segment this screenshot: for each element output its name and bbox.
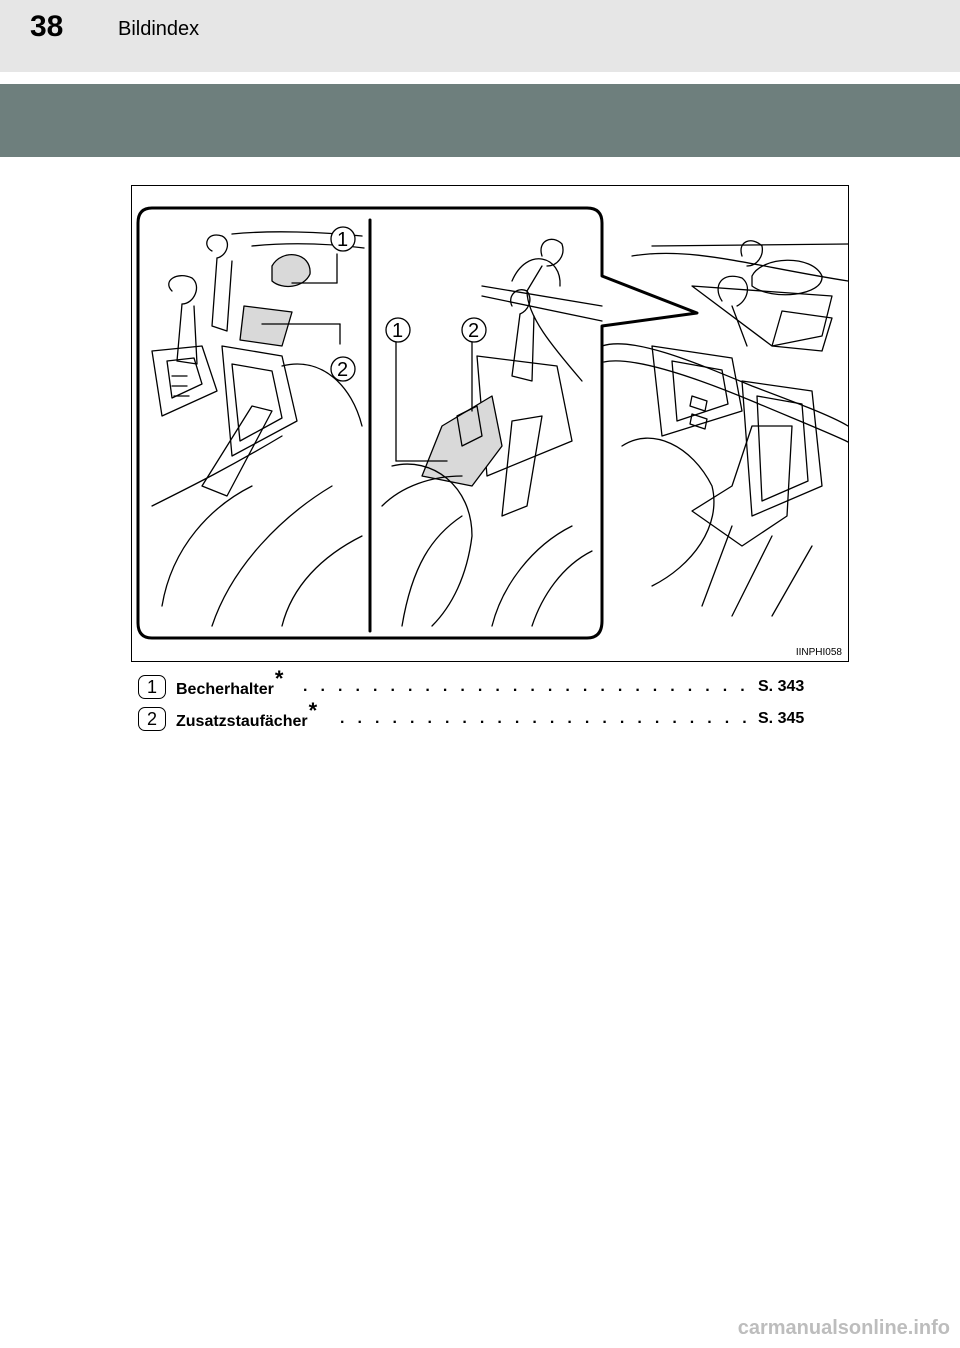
page-reference[interactable]: S. 343	[758, 678, 805, 695]
callout-1-left-text: 1	[337, 229, 348, 251]
right-console-drawing	[601, 240, 849, 617]
figure-code: IINPHI058	[795, 647, 842, 658]
asterisk-mark: *	[308, 698, 318, 723]
section-title: Bildindex	[118, 18, 200, 40]
item-number-1: 1	[138, 675, 166, 699]
middle-inset-drawing	[381, 238, 603, 627]
callout-2-middle-text: 2	[468, 320, 479, 342]
item-label-text: Zusatzstaufächer	[176, 713, 308, 730]
callout-1-left	[330, 226, 356, 252]
header-band	[0, 84, 960, 157]
callout-1-middle-text: 1	[392, 320, 403, 342]
console-illustration: 1 2 1 2 IINPHI058	[131, 185, 849, 662]
leader-dots: . . . . . . . . . . . . . . . . . . . . …	[303, 678, 753, 695]
item-label-text: Becherhalter	[176, 681, 274, 698]
console-drawing: 1 2 1 2	[136, 206, 849, 640]
inset-frame	[136, 206, 699, 640]
leader-dots: . . . . . . . . . . . . . . . . . . . . …	[340, 710, 753, 727]
page-number: 38	[30, 10, 64, 43]
asterisk-mark: *	[274, 666, 284, 691]
callout-2-middle	[461, 317, 487, 343]
index-item-becherhalter[interactable]: 1 Becherhalter* . . . . . . . . . . . . …	[138, 667, 838, 702]
item-number-2: 2	[138, 707, 166, 731]
watermark: carmanualsonline.info	[737, 1317, 950, 1339]
index-item-zusatzstaufaecher[interactable]: 2 Zusatzstaufächer* . . . . . . . . . . …	[138, 699, 838, 734]
callout-2-left-text: 2	[337, 359, 348, 381]
callout-1-middle	[385, 317, 411, 343]
callout-2-left	[330, 356, 356, 382]
item-label: Zusatzstaufächer*	[176, 699, 317, 734]
page-reference[interactable]: S. 345	[758, 710, 805, 727]
item-label: Becherhalter*	[176, 667, 283, 702]
page-header: 38 Bildindex	[0, 0, 960, 72]
